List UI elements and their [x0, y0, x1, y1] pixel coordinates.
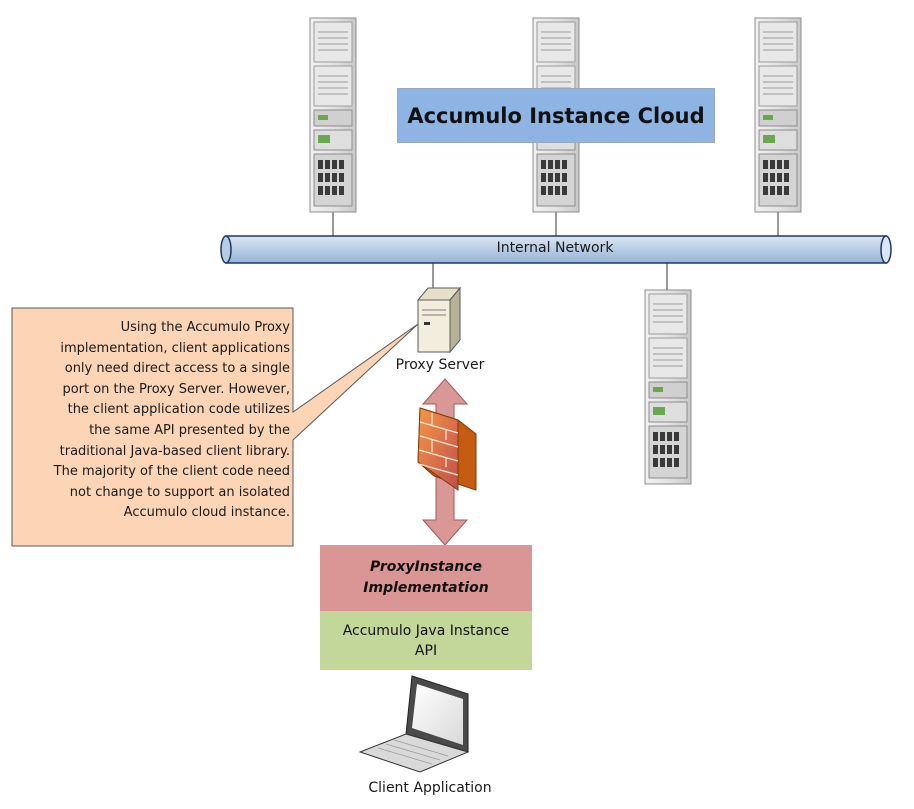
- proxy-instance-line2: Implementation: [363, 580, 489, 596]
- cloud-title: Accumulo Instance Cloud: [397, 88, 715, 143]
- proxy-instance-line1: ProxyInstance: [370, 559, 482, 575]
- server-rack-icon: [309, 17, 357, 213]
- server-rack-icon: [754, 17, 802, 213]
- java-api-line2: API: [414, 642, 438, 659]
- proxy-instance-box: ProxyInstance Implementation: [320, 545, 532, 611]
- java-api-box: Accumulo Java Instance API: [320, 611, 532, 670]
- callout-bubble: [11, 307, 419, 547]
- network-label: Internal Network: [496, 240, 614, 256]
- server-rack-icon: [644, 289, 692, 485]
- laptop-icon: [358, 675, 470, 773]
- firewall-icon: [417, 407, 477, 491]
- java-api-line1: Accumulo Java Instance: [342, 622, 510, 639]
- proxy-server-label: Proxy Server: [395, 357, 485, 373]
- client-application-label: Client Application: [368, 780, 492, 796]
- network-pipe: [220, 235, 892, 264]
- callout-text: Using the Accumulo Proxy implementation,…: [53, 320, 290, 521]
- proxy-server-icon: [416, 286, 462, 354]
